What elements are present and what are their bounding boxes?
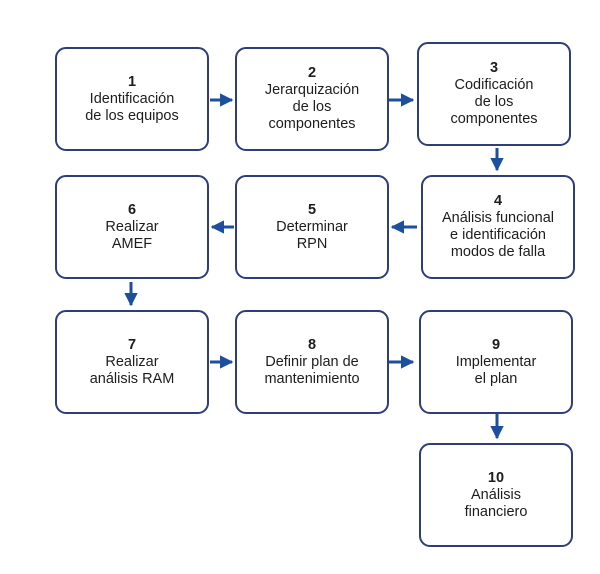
step-1-box: 1 Identificación de los equipos [55,47,209,151]
step-7-box: 7 Realizar análisis RAM [55,310,209,414]
step-2-box: 2 Jerarquización de los componentes [235,47,389,151]
step-6-box: 6 Realizar AMEF [55,175,209,279]
step-8-box: 8 Definir plan de mantenimiento [235,310,389,414]
step-3-label: Codificación de los componentes [450,77,538,127]
step-5-number: 5 [307,201,317,218]
step-1-number: 1 [127,73,137,90]
step-5-label: Determinar RPN [276,218,348,252]
step-10-label: Análisis financiero [464,486,528,520]
step-10-box: 10 Análisis financiero [419,443,573,547]
step-7-number: 7 [127,336,137,353]
step-9-number: 9 [491,336,501,353]
step-2-label: Jerarquización de los componentes [264,82,360,132]
step-6-number: 6 [127,201,137,218]
step-1-label: Identificación de los equipos [85,90,179,124]
step-8-label: Definir plan de mantenimiento [264,353,360,387]
step-9-box: 9 Implementar el plan [419,310,573,414]
step-3-number: 3 [489,60,499,76]
step-6-label: Realizar AMEF [105,218,159,252]
step-4-box: 4 Análisis funcional e identificación mo… [421,175,575,279]
step-10-number: 10 [487,469,505,486]
step-2-number: 2 [307,65,317,81]
step-7-label: Realizar análisis RAM [89,353,175,387]
step-8-number: 8 [307,336,317,353]
step-5-box: 5 Determinar RPN [235,175,389,279]
step-4-label: Análisis funcional e identificación modo… [441,210,555,260]
step-9-label: Implementar el plan [455,353,537,387]
step-3-box: 3 Codificación de los componentes [417,42,571,146]
step-4-number: 4 [493,193,503,209]
